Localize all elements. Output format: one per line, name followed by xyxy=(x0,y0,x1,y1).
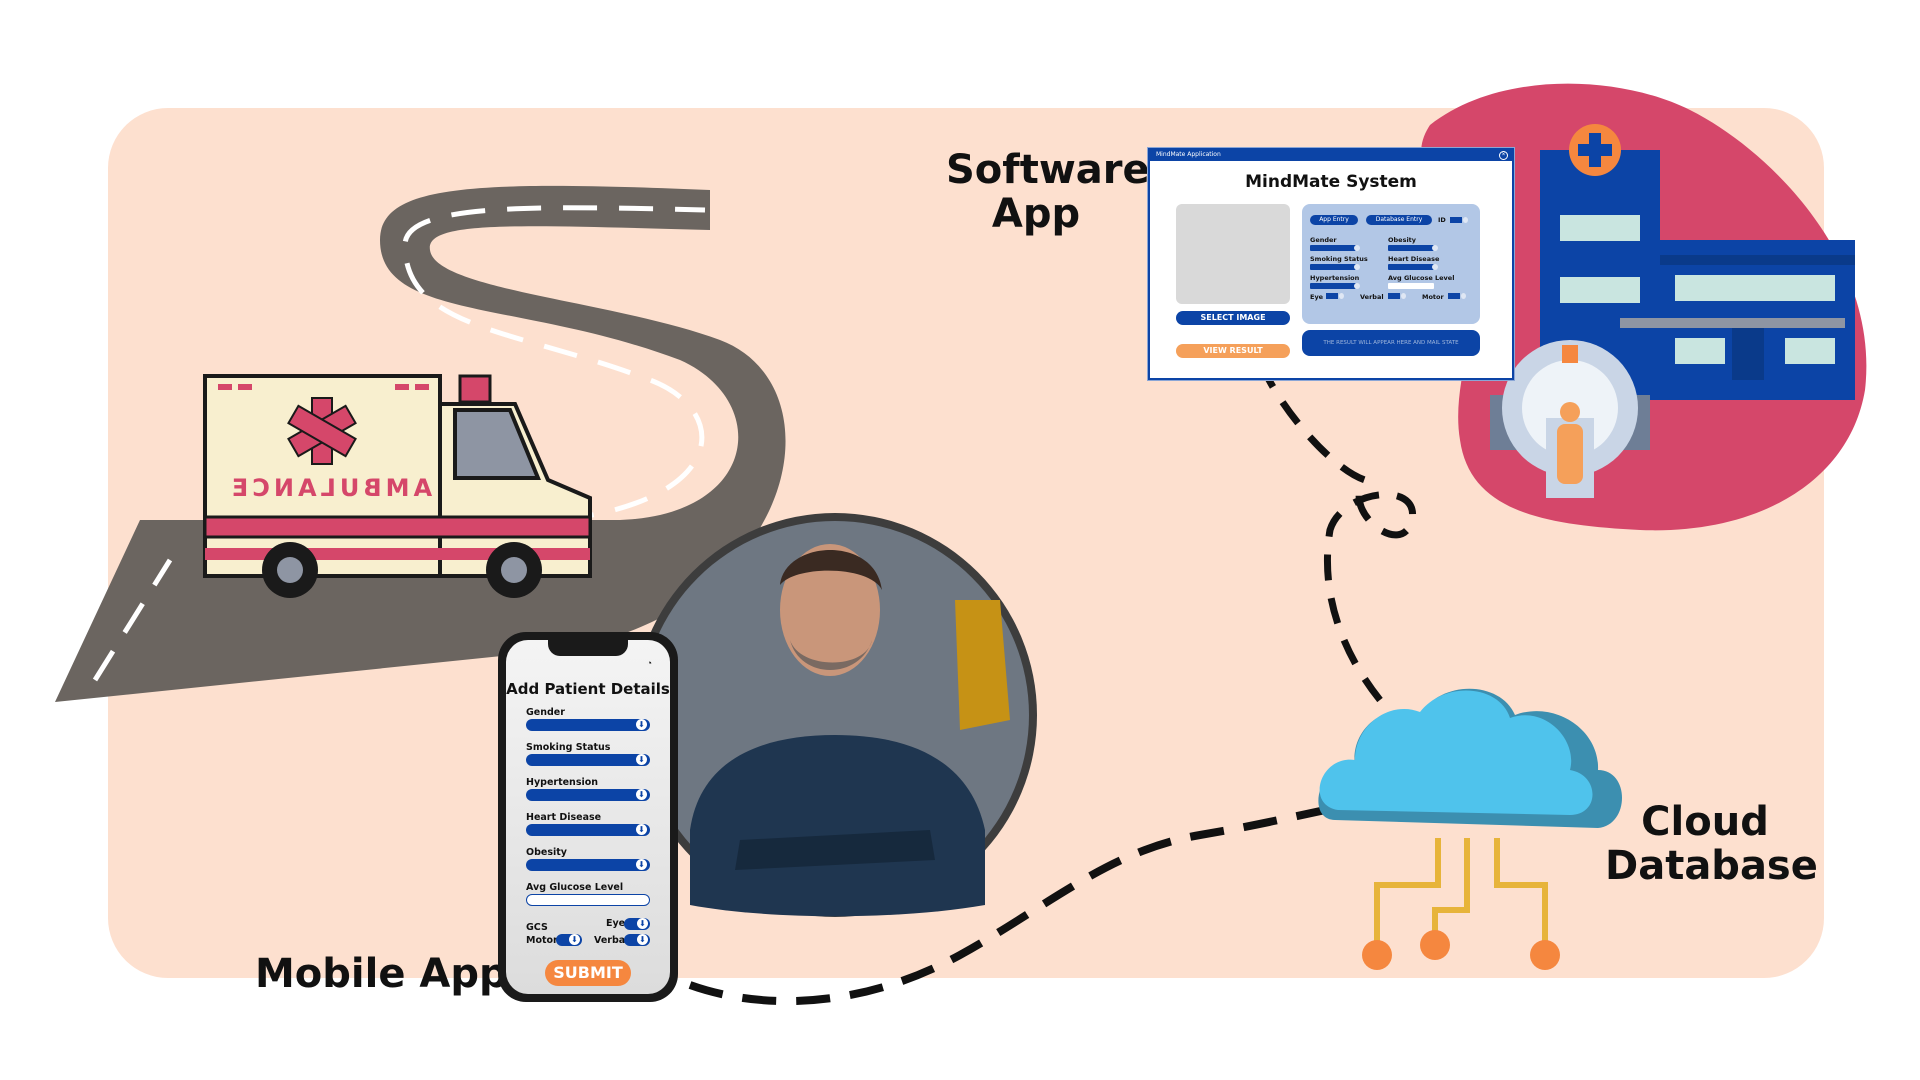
obesity-select[interactable] xyxy=(1388,245,1438,251)
heart-disease-label: Heart Disease xyxy=(1388,255,1440,263)
gender-label: Gender xyxy=(1310,236,1337,244)
heart-disease-select[interactable] xyxy=(1388,264,1438,270)
verbal-label: Verbal xyxy=(1360,293,1384,301)
smoking-select[interactable] xyxy=(1310,264,1360,270)
patient-form-title: Add Patient Details xyxy=(506,680,670,698)
verbal-select[interactable] xyxy=(1388,293,1406,299)
mobile-app-label: Mobile App xyxy=(255,951,508,997)
mri-scanner-icon xyxy=(1490,340,1650,498)
view-result-button[interactable]: VIEW RESULT xyxy=(1176,344,1290,358)
software-app-window: MindMate Application × MindMate System S… xyxy=(1148,148,1514,380)
verbal-label: Verbal xyxy=(594,935,629,946)
hypertension-select[interactable] xyxy=(1310,283,1360,289)
motor-label: Motor xyxy=(1422,293,1444,301)
hypertension-select[interactable] xyxy=(526,789,650,801)
eye-label: Eye xyxy=(1310,293,1324,301)
smoking-select[interactable] xyxy=(526,754,650,766)
phone-notch xyxy=(548,640,628,656)
smoking-label: Smoking Status xyxy=(1310,255,1368,263)
motor-label: Motor xyxy=(526,935,558,946)
ambulance-icon xyxy=(203,374,592,598)
hypertension-label: Hypertension xyxy=(526,777,599,788)
glucose-input[interactable] xyxy=(526,894,650,906)
gender-select[interactable] xyxy=(526,719,650,731)
gender-select[interactable] xyxy=(1310,245,1360,251)
app-entry-tab[interactable]: App Entry xyxy=(1310,215,1358,225)
phone-screen: ◔ Add Patient Details Gender Smoking Sta… xyxy=(506,640,670,994)
id-select[interactable] xyxy=(1450,217,1468,223)
cloud-database-label: Cloud Database xyxy=(1605,799,1818,889)
gender-label: Gender xyxy=(526,707,565,718)
image-preview xyxy=(1176,204,1290,304)
eye-select[interactable] xyxy=(1326,293,1344,299)
eye-label: Eye xyxy=(606,918,626,929)
gcs-label: GCS xyxy=(526,922,548,933)
select-image-button[interactable]: SELECT IMAGE xyxy=(1176,311,1290,325)
smartphone-icon: ◔ Add Patient Details Gender Smoking Sta… xyxy=(498,632,678,1002)
hypertension-label: Hypertension xyxy=(1310,274,1360,282)
heart-disease-select[interactable] xyxy=(526,824,650,836)
eye-select[interactable] xyxy=(624,918,650,930)
software-app-label: Software App xyxy=(946,147,1150,237)
glucose-label: Avg Glucose Level xyxy=(526,882,624,893)
database-entry-tab[interactable]: Database Entry xyxy=(1366,215,1432,225)
close-icon[interactable]: × xyxy=(1499,151,1508,160)
heart-disease-label: Heart Disease xyxy=(526,812,602,823)
glucose-input[interactable] xyxy=(1388,283,1434,289)
result-box: THE RESULT WILL APPEAR HERE AND MAIL STA… xyxy=(1302,330,1480,356)
id-label: ID xyxy=(1438,216,1446,224)
ambulance-text: AMBULANCE xyxy=(228,474,432,502)
smoking-label: Smoking Status xyxy=(526,742,611,753)
obesity-label: Obesity xyxy=(1388,236,1417,244)
app-title: MindMate System xyxy=(1245,172,1417,192)
wifi-icon: ◔ xyxy=(646,658,652,668)
window-title: MindMate Application xyxy=(1156,151,1221,158)
paramedic-photo xyxy=(633,513,1037,917)
glucose-label: Avg Glucose Level xyxy=(1388,274,1455,282)
cloud-database-icon xyxy=(1318,688,1622,970)
obesity-select[interactable] xyxy=(526,859,650,871)
mobile-to-cloud-connector xyxy=(688,804,1336,1006)
window-titlebar: MindMate Application × xyxy=(1150,150,1512,161)
motor-select[interactable] xyxy=(1448,293,1466,299)
obesity-label: Obesity xyxy=(526,847,567,858)
verbal-select[interactable] xyxy=(624,934,650,946)
motor-select[interactable] xyxy=(556,934,582,946)
submit-button[interactable]: SUBMIT xyxy=(545,960,631,986)
entry-panel: App Entry Database Entry ID Gender Obesi… xyxy=(1302,204,1480,324)
